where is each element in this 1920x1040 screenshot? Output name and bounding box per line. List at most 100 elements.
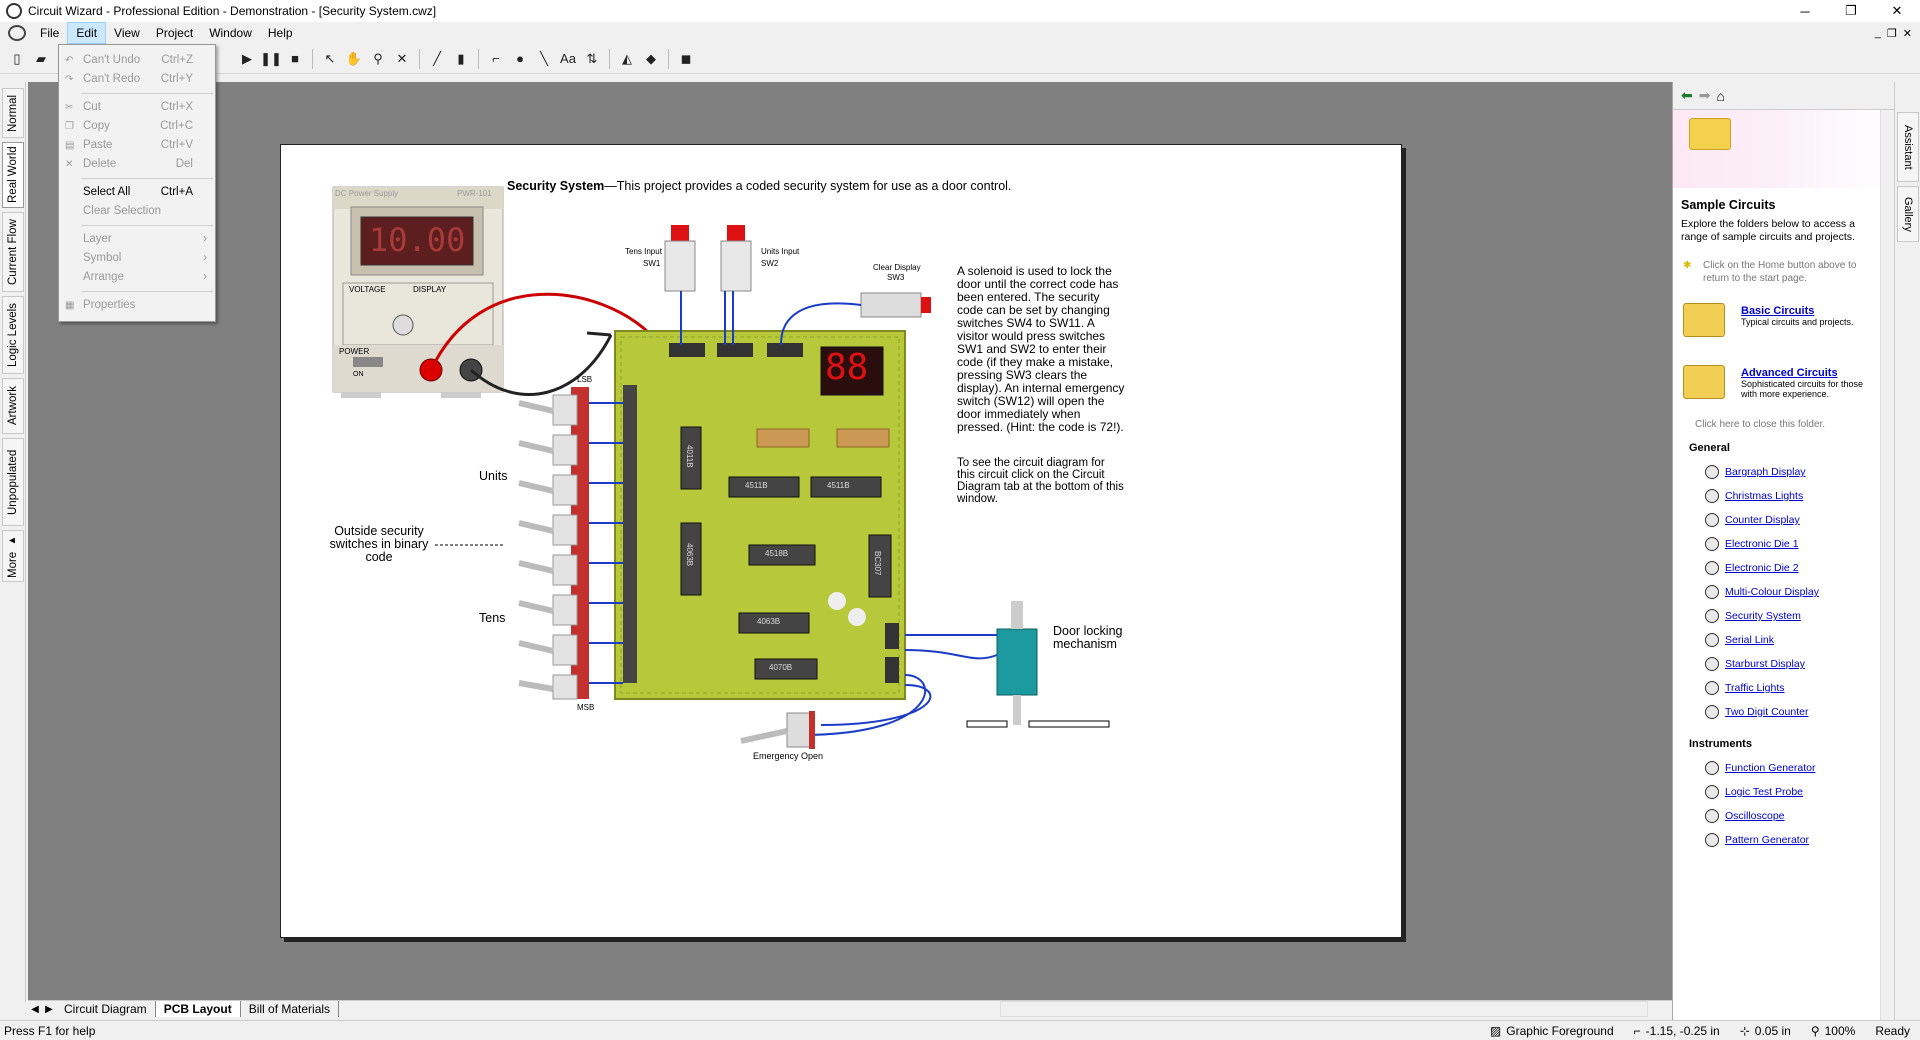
sample-circuit-link[interactable]: Oscilloscope bbox=[1725, 810, 1785, 822]
mdi-minimize-button[interactable]: _ bbox=[1874, 26, 1881, 39]
menu-edit[interactable]: Edit bbox=[67, 22, 107, 44]
menu-file[interactable]: File bbox=[40, 26, 60, 40]
document-icon[interactable] bbox=[8, 25, 26, 41]
basic-circuits-folder[interactable]: Basic Circuits Typical circuits and proj… bbox=[1681, 303, 1877, 347]
sample-circuit-item[interactable]: Two Digit Counter bbox=[1705, 700, 1877, 724]
sample-circuit-item[interactable]: Oscilloscope bbox=[1705, 804, 1877, 828]
menu-item-properties[interactable]: ▦Properties bbox=[59, 296, 215, 315]
sample-circuit-link[interactable]: Christmas Lights bbox=[1725, 490, 1804, 502]
sample-circuit-item[interactable]: Electronic Die 1 bbox=[1705, 532, 1877, 556]
tab-assistant[interactable]: Assistant bbox=[1897, 112, 1919, 182]
hand-icon[interactable]: ✋ bbox=[345, 50, 363, 66]
tab-next-icon[interactable]: ▶ bbox=[45, 1003, 53, 1015]
tab-normal[interactable]: Normal bbox=[2, 88, 24, 138]
node-icon[interactable]: ● bbox=[516, 51, 524, 66]
probe-icon[interactable]: ╱ bbox=[433, 50, 441, 66]
tab-gallery[interactable]: Gallery bbox=[1897, 186, 1919, 242]
units-input-switch[interactable] bbox=[720, 225, 752, 292]
play-icon[interactable]: ▶ bbox=[242, 50, 252, 66]
sample-circuit-link[interactable]: Electronic Die 2 bbox=[1725, 562, 1799, 574]
sample-circuit-item[interactable]: Christmas Lights bbox=[1705, 484, 1877, 508]
sample-circuit-item[interactable]: Starburst Display bbox=[1705, 652, 1877, 676]
tens-input-switch[interactable] bbox=[664, 225, 696, 292]
emergency-open-switch[interactable] bbox=[740, 711, 815, 749]
pointer-icon[interactable]: ↖ bbox=[324, 50, 336, 66]
menu-item-symbol[interactable]: Symbol› bbox=[59, 249, 215, 268]
back-arrow-icon[interactable]: ⬅ bbox=[1681, 87, 1693, 103]
tab-current-flow[interactable]: Current Flow bbox=[2, 212, 24, 292]
power-supply[interactable] bbox=[332, 186, 504, 398]
sample-circuit-item[interactable]: Bargraph Display bbox=[1705, 460, 1877, 484]
forward-arrow-icon[interactable]: ➡ bbox=[1698, 87, 1711, 103]
menu-project[interactable]: Project bbox=[155, 26, 194, 40]
advanced-circuits-link[interactable]: Advanced Circuits bbox=[1741, 367, 1838, 379]
mdi-close-button[interactable]: ✕ bbox=[1902, 27, 1912, 40]
tab-circuit-diagram[interactable]: Circuit Diagram bbox=[56, 1001, 156, 1017]
sample-circuit-link[interactable]: Traffic Lights bbox=[1725, 682, 1785, 694]
sample-circuit-item[interactable]: Logic Test Probe bbox=[1705, 780, 1877, 804]
line-icon[interactable]: ╲ bbox=[540, 50, 548, 66]
menu-item-clear-selection[interactable]: Clear Selection bbox=[83, 205, 161, 217]
sample-circuit-link[interactable]: Two Digit Counter bbox=[1725, 706, 1809, 718]
sample-circuit-link[interactable]: Electronic Die 1 bbox=[1725, 538, 1799, 550]
menu-item-arrange[interactable]: Arrange› bbox=[59, 268, 215, 287]
sample-circuit-item[interactable]: Traffic Lights bbox=[1705, 676, 1877, 700]
zoom-icon[interactable]: ⚲ bbox=[373, 50, 383, 66]
graph-icon[interactable]: ▮ bbox=[457, 50, 465, 66]
advanced-circuits-folder[interactable]: Advanced Circuits Sophisticated circuits… bbox=[1681, 365, 1877, 409]
mdi-restore-button[interactable]: ❐ bbox=[1886, 27, 1897, 40]
horizontal-scrollbar[interactable] bbox=[1000, 1001, 1648, 1017]
restore-button[interactable]: ❐ bbox=[1845, 3, 1857, 18]
tab-prev-icon[interactable]: ◀ bbox=[31, 1003, 39, 1015]
basic-circuits-link[interactable]: Basic Circuits bbox=[1741, 305, 1815, 317]
sample-circuit-link[interactable]: Counter Display bbox=[1725, 514, 1800, 526]
sample-circuit-item[interactable]: Pattern Generator bbox=[1705, 828, 1877, 852]
flip-icon[interactable]: ◭ bbox=[622, 50, 632, 66]
home-icon[interactable]: ⌂ bbox=[1716, 87, 1725, 104]
clear-display-switch[interactable] bbox=[860, 292, 931, 318]
tab-bill-of-materials[interactable]: Bill of Materials bbox=[241, 1001, 340, 1017]
sample-circuit-link[interactable]: Logic Test Probe bbox=[1725, 786, 1804, 798]
stop-icon[interactable]: ■ bbox=[291, 51, 299, 66]
sample-circuit-link[interactable]: Pattern Generator bbox=[1725, 834, 1810, 846]
sample-circuit-link[interactable]: Security System bbox=[1725, 610, 1801, 622]
sample-circuit-link[interactable]: Function Generator bbox=[1725, 762, 1816, 774]
pcb-board[interactable] bbox=[614, 330, 906, 700]
menu-help[interactable]: Help bbox=[267, 26, 293, 40]
tab-more[interactable]: More ▸ bbox=[2, 530, 24, 582]
sample-circuit-item[interactable]: Security System bbox=[1705, 604, 1877, 628]
tab-logic-levels[interactable]: Logic Levels bbox=[2, 296, 24, 374]
open-folder-icon[interactable]: ▰ bbox=[36, 50, 46, 66]
menu-view[interactable]: View bbox=[114, 26, 140, 40]
new-file-icon[interactable]: ▯ bbox=[13, 50, 21, 66]
pause-icon[interactable]: ❚❚ bbox=[260, 50, 282, 66]
menu-item-layer[interactable]: Layer› bbox=[59, 230, 215, 249]
text-icon[interactable]: Aa bbox=[560, 51, 576, 66]
sample-circuit-item[interactable]: Counter Display bbox=[1705, 508, 1877, 532]
sample-circuit-link[interactable]: Serial Link bbox=[1725, 634, 1775, 646]
binary-toggle-switches[interactable] bbox=[518, 387, 589, 700]
tab-pcb-layout[interactable]: PCB Layout bbox=[155, 1001, 241, 1017]
menu-window[interactable]: Window bbox=[209, 26, 252, 40]
close-folder-hint[interactable]: Click here to close this folder. bbox=[1695, 419, 1826, 430]
sample-circuit-link[interactable]: Bargraph Display bbox=[1725, 466, 1806, 478]
minimize-button[interactable]: ─ bbox=[1800, 3, 1810, 19]
sample-circuit-item[interactable]: Electronic Die 2 bbox=[1705, 556, 1877, 580]
close-button[interactable]: ✕ bbox=[1891, 3, 1903, 18]
rotate-icon[interactable]: ⇅ bbox=[586, 50, 598, 66]
door-solenoid[interactable] bbox=[966, 601, 1110, 728]
sample-circuit-link[interactable]: Starburst Display bbox=[1725, 658, 1805, 670]
sample-circuit-item[interactable]: Multi-Colour Display bbox=[1705, 580, 1877, 604]
sample-circuit-item[interactable]: Function Generator bbox=[1705, 756, 1877, 780]
component-icon[interactable]: ◆ bbox=[646, 50, 656, 66]
tab-real-world[interactable]: Real World bbox=[2, 142, 24, 208]
assistant-scrollbar[interactable] bbox=[1880, 110, 1894, 1020]
sample-circuit-item[interactable]: Serial Link bbox=[1705, 628, 1877, 652]
gallery-book-icon[interactable]: ◼ bbox=[680, 50, 692, 66]
